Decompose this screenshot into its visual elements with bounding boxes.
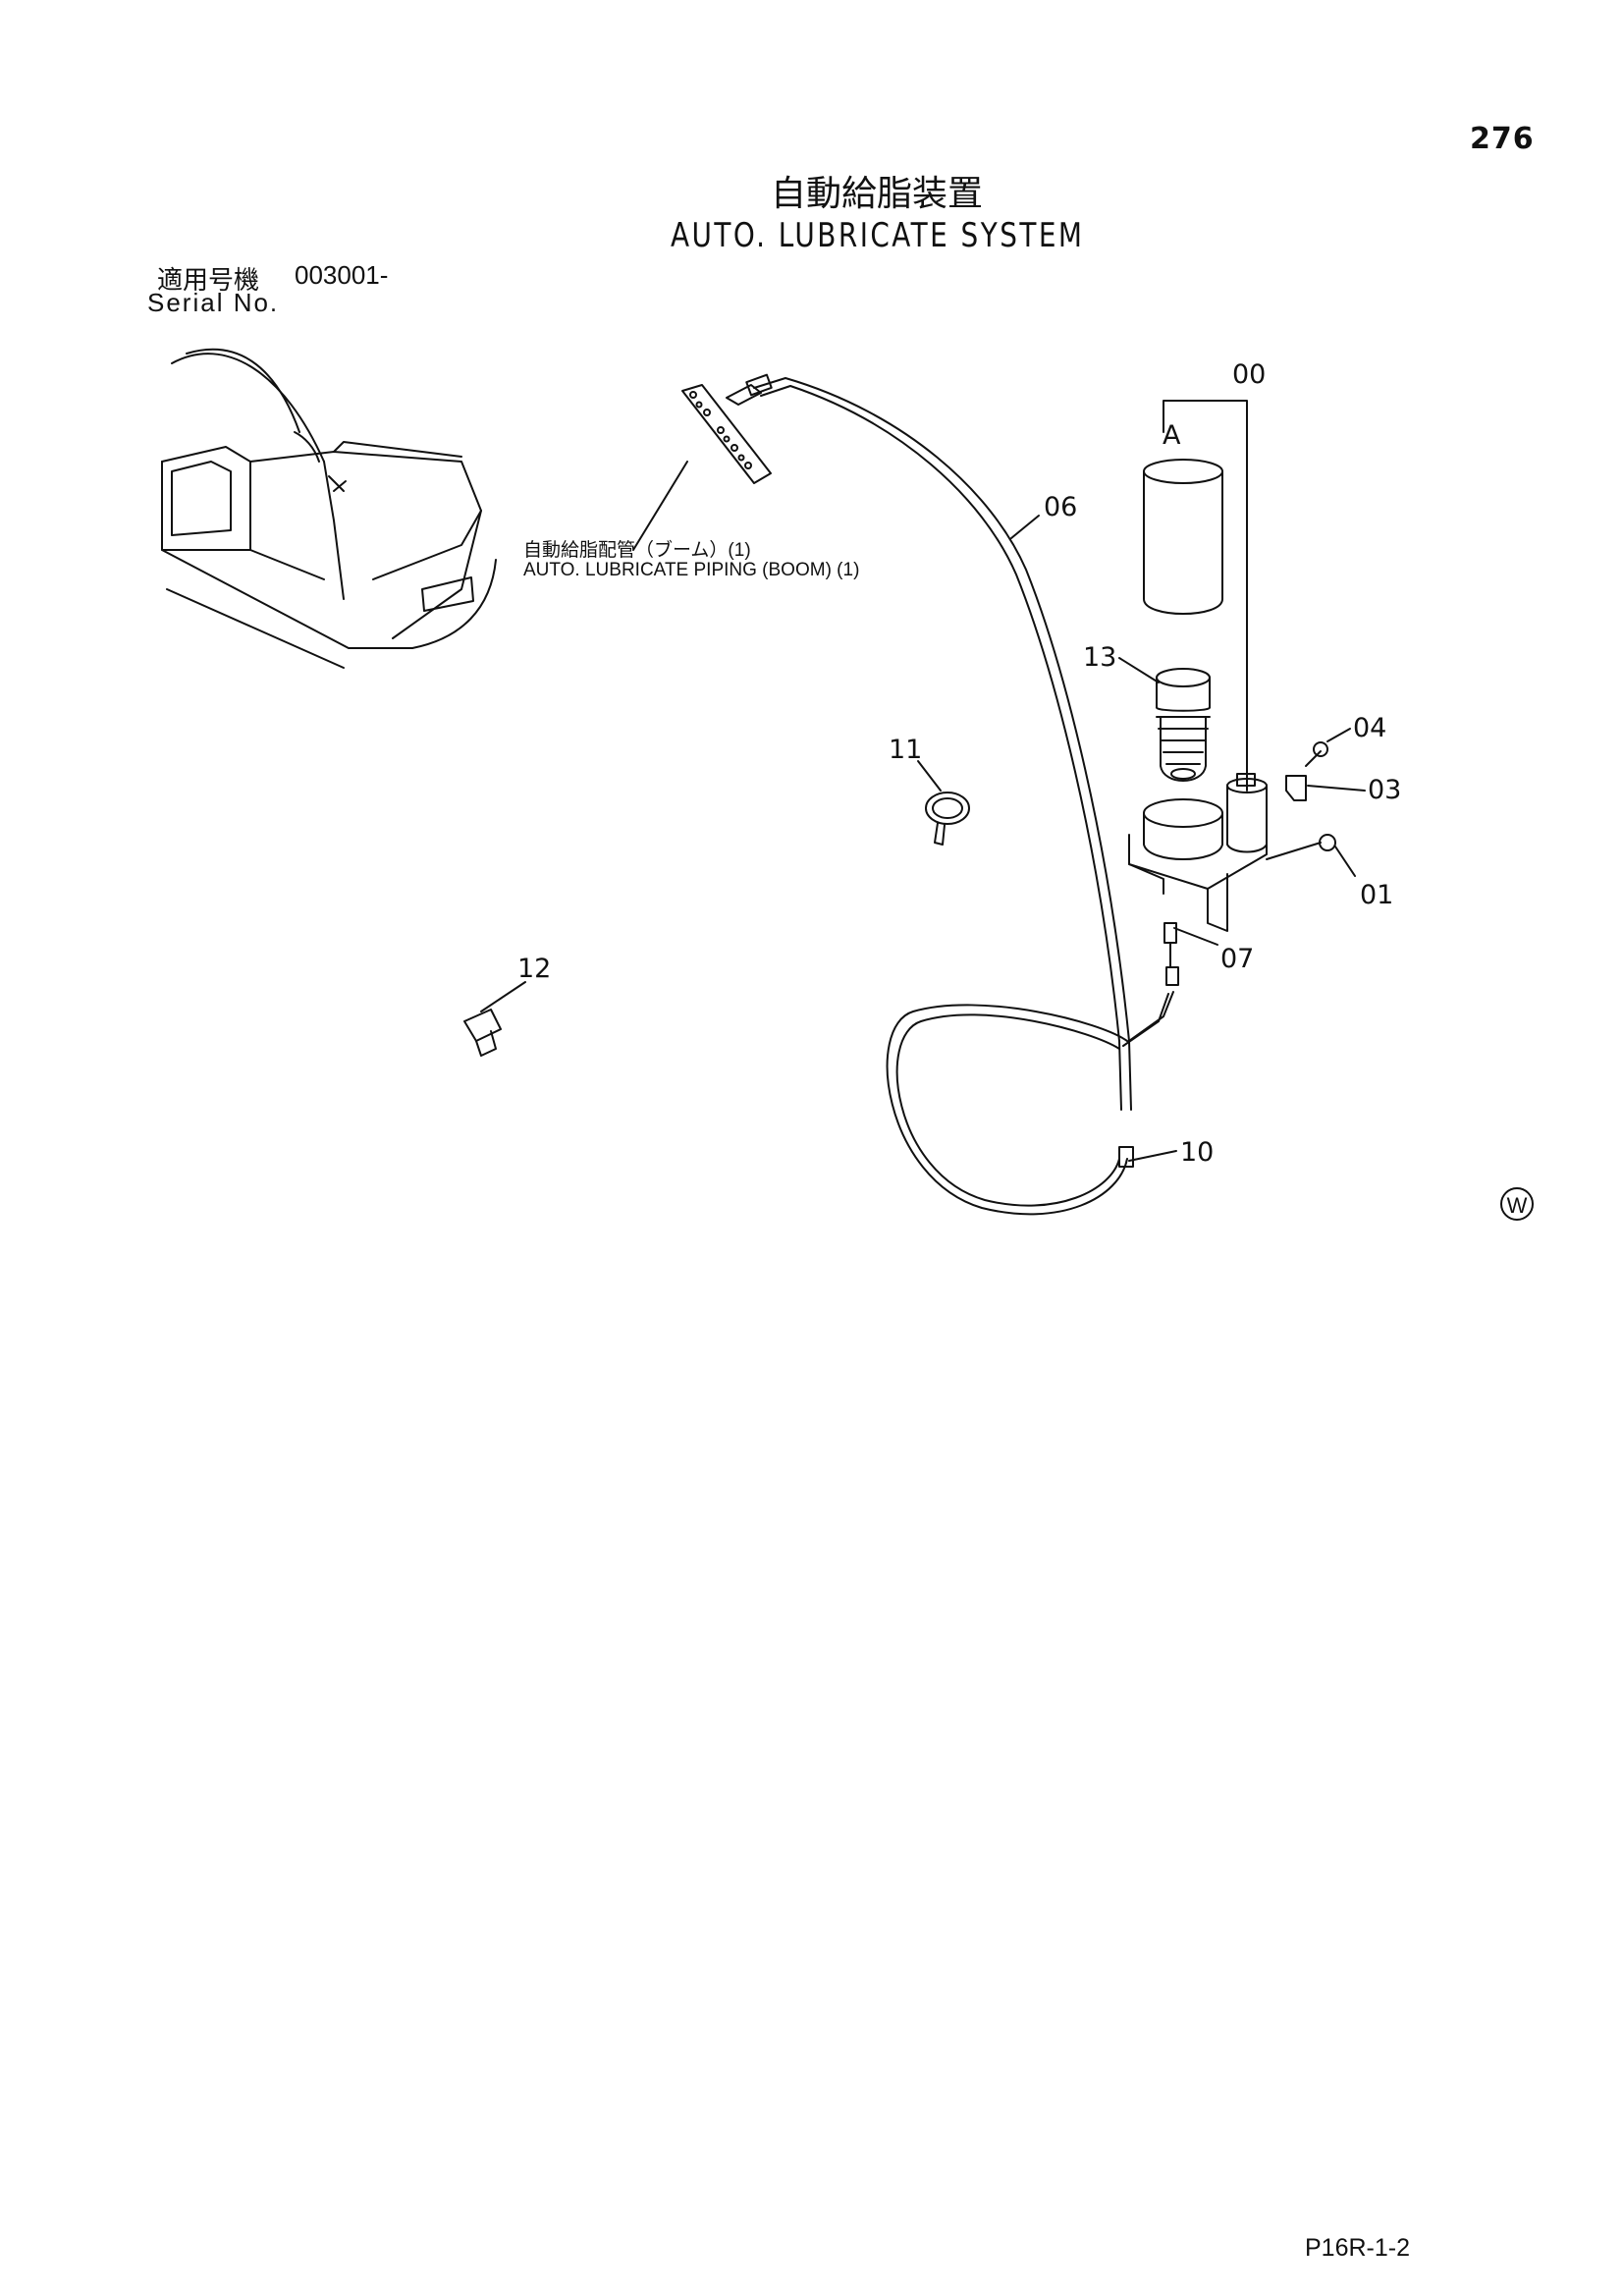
callout-03: 03 xyxy=(1368,775,1401,805)
callout-04: 04 xyxy=(1353,713,1386,743)
callout-11: 11 xyxy=(889,735,922,765)
page-title-japanese: 自動給脂装置 xyxy=(771,173,984,213)
hose-clamp-11 xyxy=(917,760,970,846)
hose-06 xyxy=(745,373,1174,1216)
adapter-fitting-07 xyxy=(1163,922,1218,986)
lubricator-assembly-00 xyxy=(1128,400,1268,932)
subassembly-note-english: AUTO. LUBRICATE PIPING (BOOM) (1) xyxy=(523,560,860,580)
excavator-overview-illustration xyxy=(161,348,497,669)
bolt-01 xyxy=(1266,834,1356,877)
bolt-04-and-clamp-03 xyxy=(1285,728,1366,801)
boom-lubricate-manifold xyxy=(681,384,772,484)
serial-label-english: Serial No. xyxy=(147,288,280,317)
page-number: 276 xyxy=(1470,122,1535,156)
serial-label-japanese: 適用号機 xyxy=(157,265,260,295)
callout-06: 06 xyxy=(1044,492,1077,522)
grease-fitting-12 xyxy=(463,981,526,1057)
callout-00: 00 xyxy=(1232,359,1266,390)
callout-07: 07 xyxy=(1220,944,1254,974)
callout-10: 10 xyxy=(1180,1137,1214,1168)
callout-A: A xyxy=(1163,420,1181,451)
subassembly-note-japanese: 自動給脂配管（ブーム）(1) xyxy=(523,540,751,561)
serial-number-value: 003001- xyxy=(295,260,389,290)
callout-12: 12 xyxy=(517,954,551,984)
watermark-circle-icon: W xyxy=(1500,1187,1534,1221)
callout-13: 13 xyxy=(1083,642,1116,673)
callout-01: 01 xyxy=(1360,880,1393,910)
page-title-english: AUTO. LUBRICATE SYSTEM xyxy=(671,216,1085,255)
footer-page-code: P16R-1-2 xyxy=(1305,2234,1410,2262)
